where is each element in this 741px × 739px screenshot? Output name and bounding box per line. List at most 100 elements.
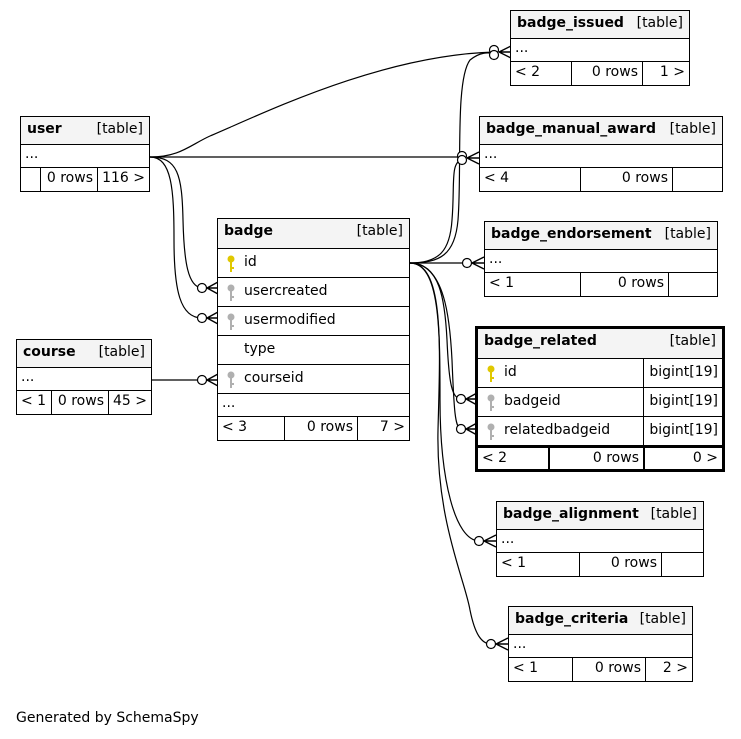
table-header: badge [table] — [218, 219, 409, 249]
table-badge-endorsement[interactable]: badge_endorsement [table] ... < 1 0 rows — [484, 221, 718, 297]
table-header: badge_related [table] — [478, 329, 722, 359]
table-badge-criteria[interactable]: badge_criteria [table] ... < 1 0 rows 2 … — [508, 606, 693, 682]
children-count[interactable]: 1 > — [642, 62, 689, 85]
foreign-key-icon — [227, 371, 235, 388]
column-type: bigint[19] — [649, 364, 718, 380]
edge-user-badge-usercreated — [149, 156, 203, 289]
foreign-key-icon — [487, 394, 495, 411]
parents-count[interactable]: < 2 — [482, 450, 508, 466]
column-row[interactable]: badgeid bigint[19] — [478, 388, 722, 417]
column-name: badgeid — [504, 393, 561, 409]
edge-badge-badge-criteria — [409, 262, 492, 645]
foreign-key-icon — [227, 284, 235, 301]
table-header: badge_manual_award [table] — [480, 117, 722, 145]
edge-user-badge-usermodified — [149, 156, 203, 319]
table-course[interactable]: course [table] ... < 1 0 rows 45 > — [16, 339, 152, 415]
parents-count[interactable]: < 1 — [513, 660, 539, 676]
table-footer: < 3 0 rows 7 > — [218, 417, 409, 440]
table-name[interactable]: badge_criteria — [515, 611, 629, 627]
table-type: [table] — [650, 506, 697, 522]
table-type: [table] — [664, 226, 711, 242]
table-header: badge_issued [table] — [511, 11, 689, 39]
column-type: bigint[19] — [649, 393, 718, 409]
primary-key-icon — [227, 255, 235, 272]
table-header: badge_criteria [table] — [509, 607, 692, 635]
row-count: 0 rows — [51, 391, 108, 414]
children-count[interactable] — [661, 553, 703, 576]
table-badge-alignment[interactable]: badge_alignment [table] ... < 1 0 rows — [496, 501, 704, 577]
more-columns: ... — [218, 394, 409, 417]
row-count: 0 rows — [580, 273, 668, 296]
table-header: badge_alignment [table] — [497, 502, 703, 530]
more-columns: ... — [480, 145, 722, 168]
column-row[interactable]: usermodified — [218, 307, 409, 336]
edge-badge-badge-issued — [409, 52, 496, 264]
edge-badge-badge-manual-award — [409, 159, 463, 264]
parents-count[interactable]: < 2 — [515, 64, 541, 80]
table-name[interactable]: badge_manual_award — [486, 121, 656, 137]
column-name: type — [244, 341, 276, 357]
parents-count[interactable]: < 1 — [489, 275, 515, 291]
children-count[interactable] — [672, 168, 722, 191]
row-count: 0 rows — [40, 168, 97, 191]
foreign-key-icon — [227, 313, 235, 330]
table-type: [table] — [636, 15, 683, 31]
table-type: [table] — [96, 121, 143, 137]
parents-count[interactable]: < 1 — [21, 393, 47, 409]
table-badge-related[interactable]: badge_related [table] id bigint[19] badg… — [475, 326, 725, 472]
table-type: [table] — [98, 344, 145, 360]
column-row[interactable]: id bigint[19] — [478, 359, 722, 388]
children-count[interactable] — [668, 273, 717, 296]
row-count: 0 rows — [284, 417, 357, 440]
edge-user-badge-issued — [149, 51, 496, 158]
row-count: 0 rows — [579, 553, 661, 576]
edge-badge-badge-alignment — [409, 262, 480, 542]
table-name[interactable]: badge_endorsement — [491, 226, 652, 242]
column-name: id — [244, 254, 257, 270]
row-count: 0 rows — [571, 62, 642, 85]
table-header: user [table] — [21, 117, 149, 145]
children-count[interactable]: 45 > — [108, 391, 151, 414]
table-name[interactable]: badge_issued — [517, 15, 624, 31]
children-count[interactable]: 116 > — [97, 168, 149, 191]
children-count[interactable]: 7 > — [357, 417, 409, 440]
table-type: [table] — [639, 611, 686, 627]
generated-by-label: Generated by SchemaSpy — [16, 710, 199, 726]
parents-count[interactable] — [21, 168, 40, 191]
column-row[interactable]: id — [218, 249, 409, 278]
table-name[interactable]: badge — [224, 223, 274, 239]
row-count: 0 rows — [572, 658, 645, 681]
column-name: usermodified — [244, 312, 336, 328]
row-count: 0 rows — [580, 168, 672, 191]
table-header: course [table] — [17, 340, 151, 368]
table-type: [table] — [669, 121, 716, 137]
table-user[interactable]: user [table] ... 0 rows 116 > — [20, 116, 150, 192]
table-name[interactable]: user — [27, 121, 62, 137]
children-count[interactable]: 0 > — [643, 448, 722, 469]
children-count[interactable]: 2 > — [645, 658, 692, 681]
table-footer: < 2 0 rows 1 > — [511, 62, 689, 85]
table-badge-issued[interactable]: badge_issued [table] ... < 2 0 rows 1 > — [510, 10, 690, 86]
table-footer: < 1 0 rows — [485, 273, 717, 296]
edge-badge-badge-related-relatedbadgeid — [409, 262, 462, 430]
more-columns: ... — [497, 530, 703, 553]
table-badge-manual-award[interactable]: badge_manual_award [table] ... < 4 0 row… — [479, 116, 723, 192]
column-name: id — [504, 364, 517, 380]
table-name[interactable]: badge_alignment — [503, 506, 639, 522]
column-name: courseid — [244, 370, 304, 386]
parents-count[interactable]: < 3 — [222, 419, 248, 435]
parents-count[interactable]: < 4 — [484, 170, 510, 186]
more-columns: ... — [509, 635, 692, 658]
column-row[interactable]: type — [218, 336, 409, 365]
row-count: 0 rows — [548, 448, 643, 469]
table-footer: < 1 0 rows 2 > — [509, 658, 692, 681]
table-name[interactable]: badge_related — [484, 333, 597, 349]
table-name[interactable]: course — [23, 344, 76, 360]
column-row[interactable]: usercreated — [218, 278, 409, 307]
column-row[interactable]: relatedbadgeid bigint[19] — [478, 417, 722, 446]
column-row[interactable]: courseid — [218, 365, 409, 394]
table-header: badge_endorsement [table] — [485, 222, 717, 250]
table-badge[interactable]: badge [table] id usercreated usermodifie… — [217, 218, 410, 441]
parents-count[interactable]: < 1 — [501, 555, 527, 571]
